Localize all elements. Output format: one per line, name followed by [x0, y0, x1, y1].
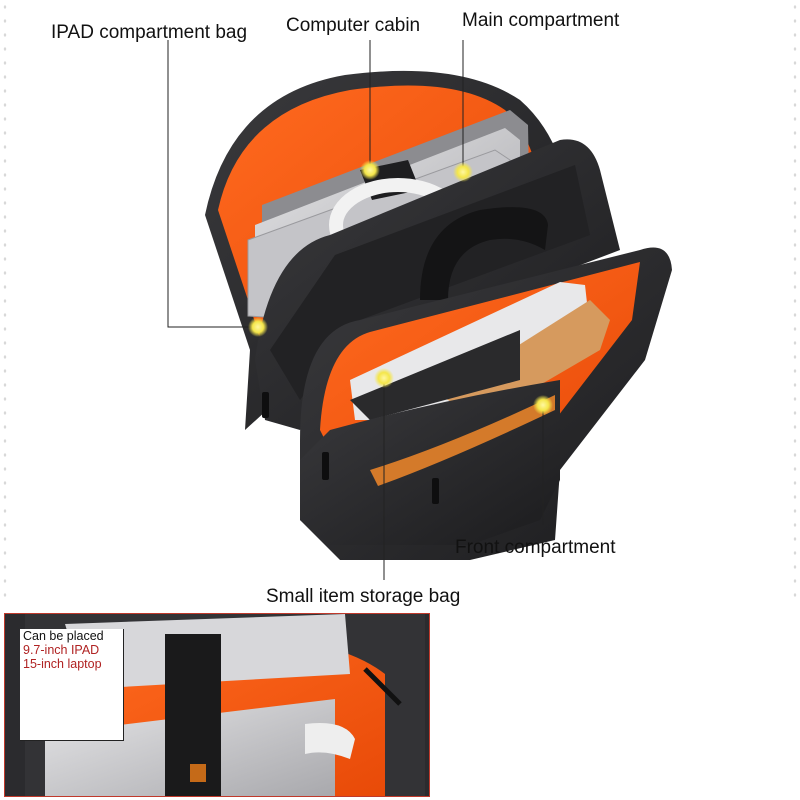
backpack-body — [205, 70, 672, 560]
inset-photo — [5, 614, 429, 796]
callout-main-compartment: Main compartment — [462, 10, 620, 31]
right-dotted-edge — [790, 0, 800, 600]
capacity-note: Can be placed 9.7-inch IPAD 15-inch lapt… — [20, 629, 124, 741]
left-dotted-edge — [0, 0, 10, 600]
callout-computer-cabin: Computer cabin — [286, 15, 421, 36]
callout-small-item-storage: Small item storage bag — [266, 586, 461, 607]
capacity-note-heading: Can be placed — [23, 629, 104, 643]
capacity-item-laptop: 15-inch laptop — [23, 657, 102, 671]
detail-inset: Can be placed 9.7-inch IPAD 15-inch lapt… — [4, 613, 430, 797]
callout-ipad-compartment: IPAD compartment bag — [51, 22, 248, 43]
highlight-markers — [248, 160, 553, 415]
callout-lines — [167, 40, 544, 580]
callout-front-compartment: Front compartment — [455, 537, 616, 558]
capacity-item-ipad: 9.7-inch IPAD — [23, 643, 100, 657]
